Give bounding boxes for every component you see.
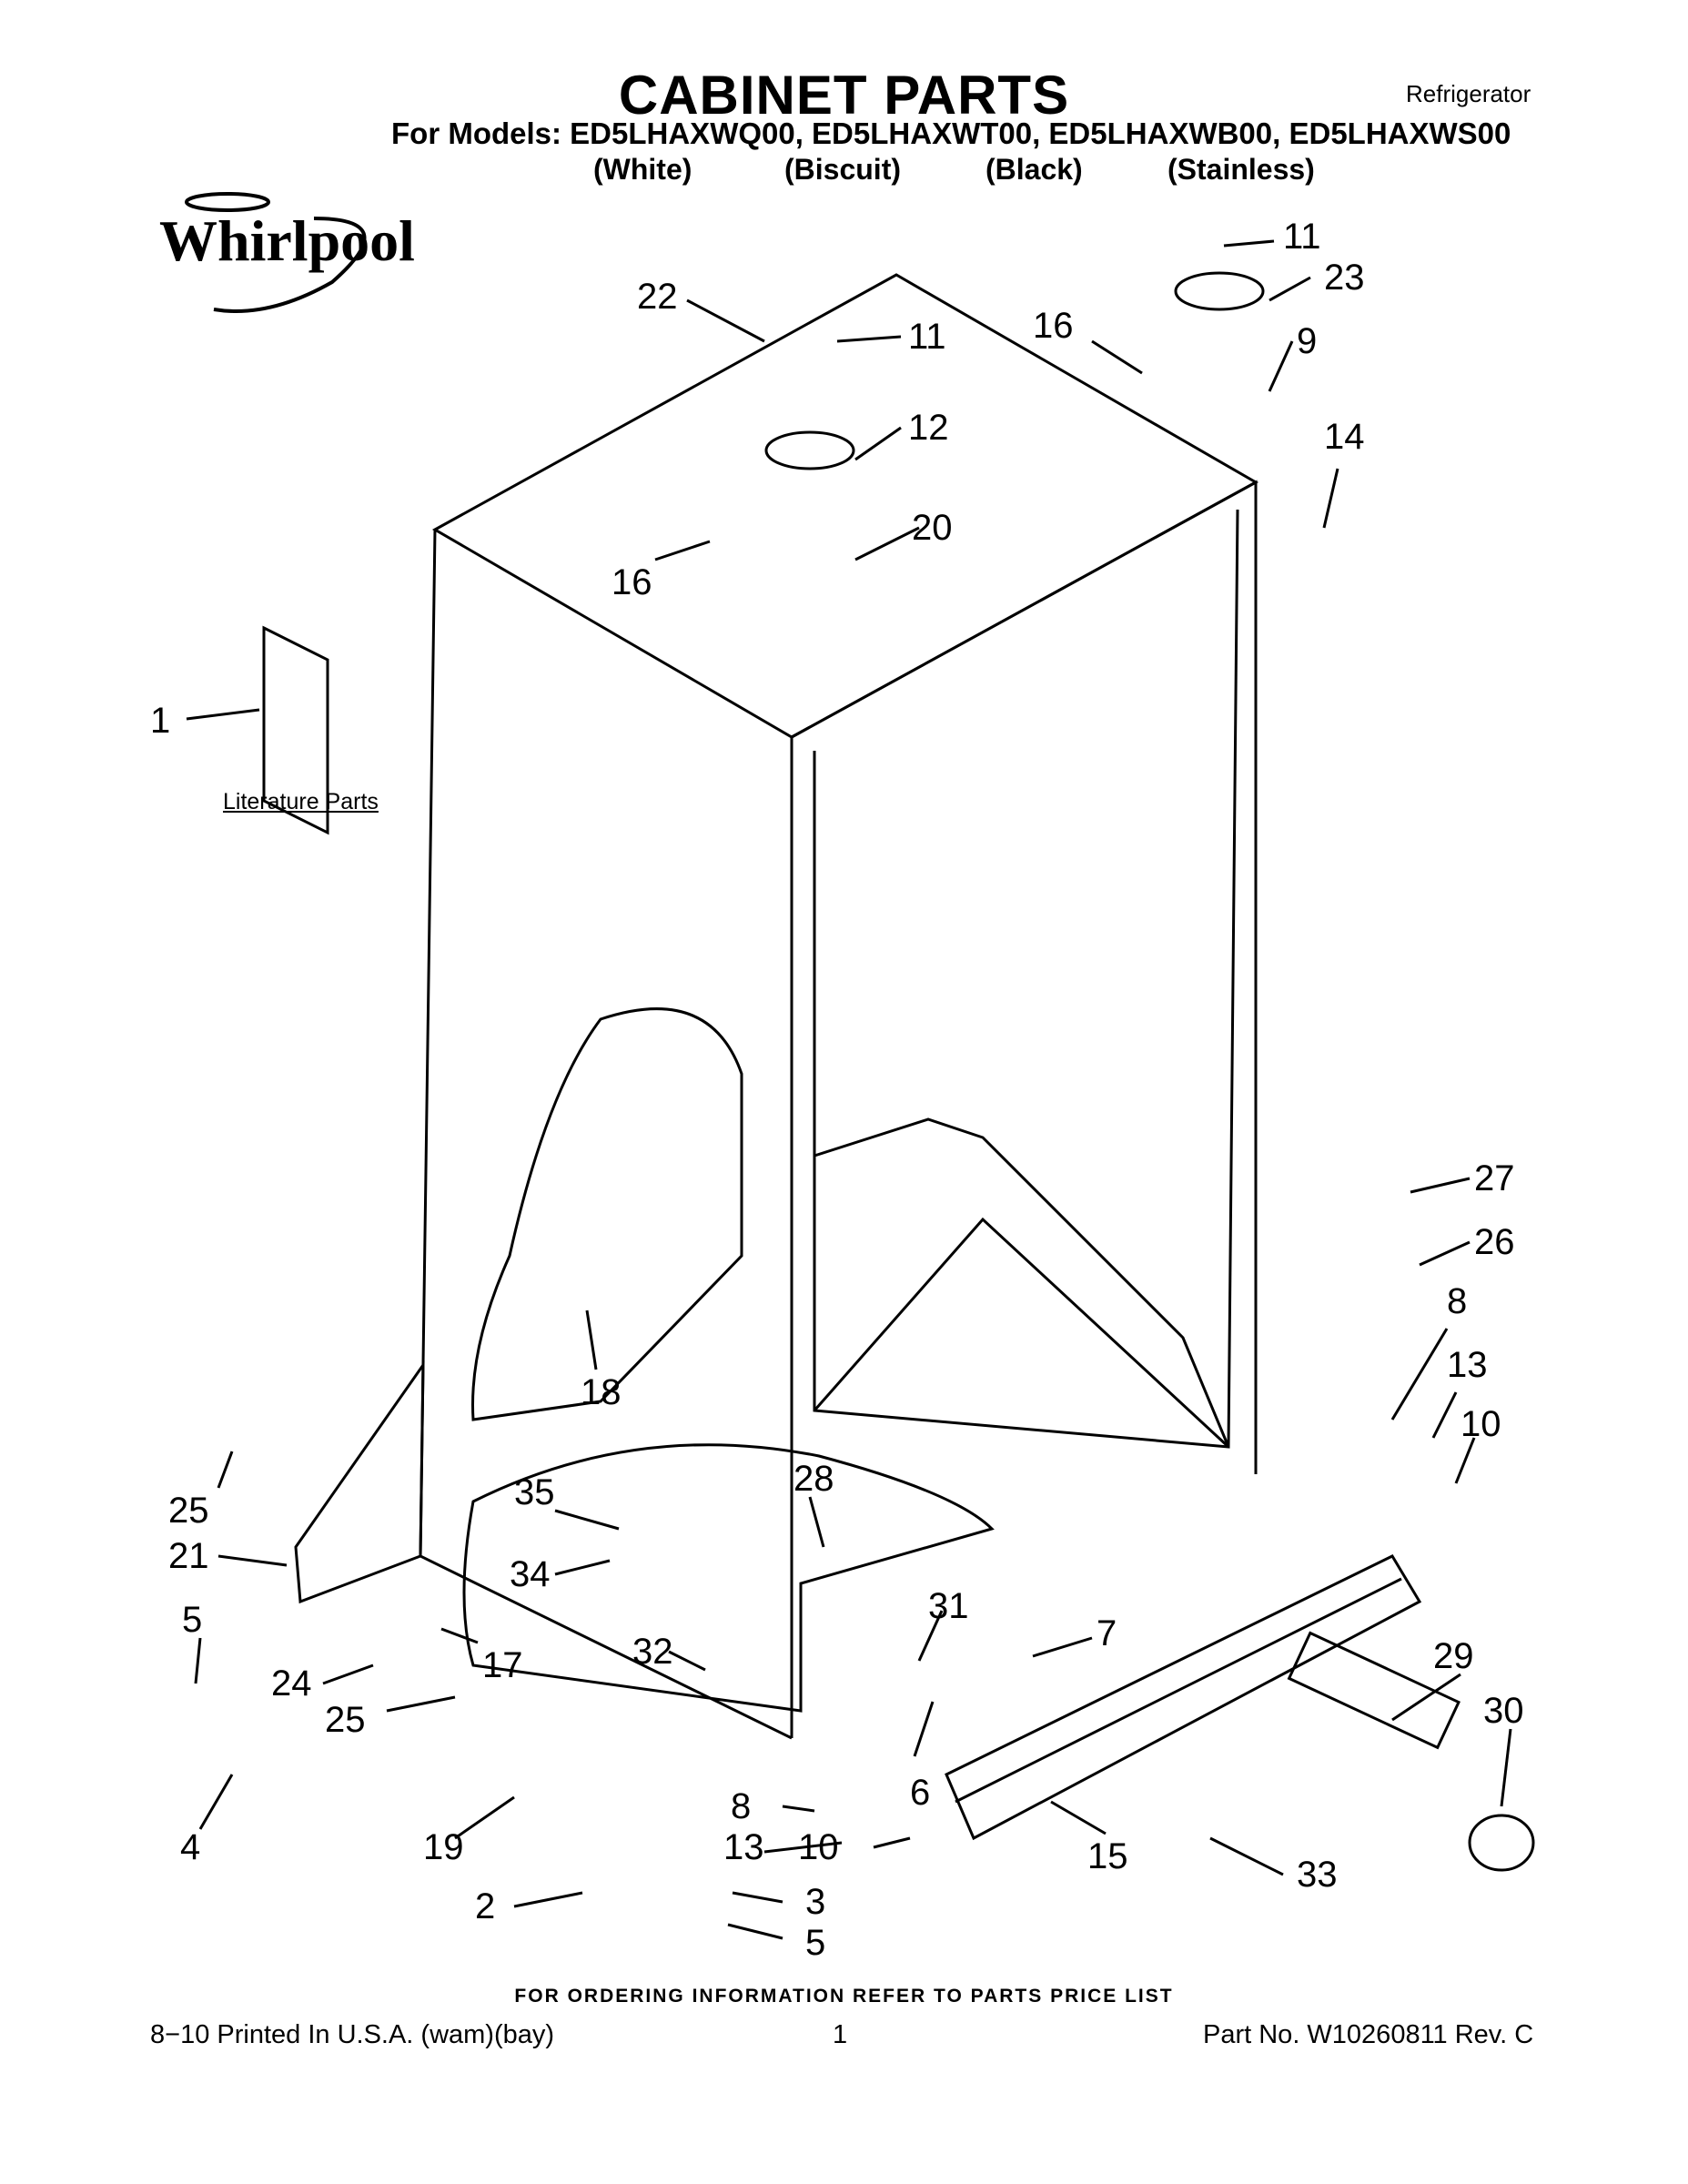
- ordering-note: FOR ORDERING INFORMATION REFER TO PARTS …: [514, 1986, 1174, 2007]
- callout-22: 22: [637, 277, 678, 317]
- callout-35: 35: [514, 1472, 555, 1512]
- callout-10: 10: [1461, 1404, 1501, 1444]
- callout-32: 32: [632, 1632, 673, 1672]
- callout-19: 19: [423, 1827, 464, 1867]
- callout-13: 13: [1447, 1345, 1488, 1385]
- callout-8: 8: [1447, 1281, 1468, 1321]
- literature-parts-label: Literature Parts: [223, 789, 379, 814]
- page-title: CABINET PARTS: [618, 65, 1070, 126]
- cabinet-top: [431, 273, 1259, 739]
- callout-6: 6: [910, 1773, 931, 1813]
- callout-24: 24: [271, 1663, 312, 1704]
- callout-13b: 13: [723, 1827, 764, 1867]
- callout-2: 2: [475, 1886, 496, 1926]
- callout-9: 9: [1297, 321, 1318, 361]
- callout-8b: 8: [731, 1786, 752, 1826]
- callout-1: 1: [150, 701, 171, 741]
- callout-11b: 11: [1283, 217, 1321, 257]
- product-category: Refrigerator: [1406, 80, 1531, 107]
- callout-34: 34: [510, 1554, 551, 1594]
- callout-20: 20: [912, 508, 953, 548]
- logo-swoosh: [185, 192, 367, 313]
- callout-5b: 5: [805, 1923, 826, 1963]
- callout-14: 14: [1324, 417, 1365, 457]
- part-water-filter: [1287, 1631, 1461, 1750]
- callout-12: 12: [908, 408, 949, 448]
- callout-10b: 10: [798, 1827, 839, 1867]
- page-number: 1: [833, 2020, 848, 2049]
- callout-26: 26: [1474, 1222, 1515, 1262]
- callout-7: 7: [1097, 1613, 1117, 1653]
- callout-4: 4: [180, 1827, 201, 1867]
- part-rear-panel: [294, 1360, 425, 1604]
- part-filter-cap: [1468, 1814, 1535, 1872]
- callout-27: 27: [1474, 1158, 1515, 1198]
- callout-33: 33: [1297, 1855, 1338, 1895]
- callout-28: 28: [793, 1459, 834, 1499]
- part-hinge-cover-23: [1174, 271, 1265, 311]
- callout-23: 23: [1324, 258, 1365, 298]
- part-number: Part No. W10260811 Rev. C: [1203, 2020, 1534, 2049]
- part-hinge-cover-12: [764, 430, 855, 470]
- part-literature: [262, 625, 329, 835]
- variant-black: (Black): [986, 153, 1083, 186]
- variant-biscuit: (Biscuit): [784, 153, 901, 186]
- callout-25: 25: [168, 1491, 209, 1531]
- cutaway-left: [471, 1007, 743, 1421]
- callout-31: 31: [928, 1586, 969, 1626]
- callout-16b: 16: [1033, 306, 1074, 346]
- variant-stainless: (Stainless): [1167, 153, 1315, 186]
- callout-30: 30: [1483, 1691, 1524, 1731]
- callout-5: 5: [182, 1600, 203, 1640]
- callout-17: 17: [482, 1645, 523, 1685]
- callout-25b: 25: [325, 1700, 366, 1740]
- variant-white: (White): [593, 153, 692, 186]
- callout-29: 29: [1433, 1636, 1474, 1676]
- callout-15: 15: [1087, 1836, 1128, 1876]
- part-base-grille: [945, 1554, 1422, 1841]
- print-info: 8−10 Printed In U.S.A. (wam)(bay): [150, 2020, 555, 2049]
- cabinet-side: [419, 529, 793, 1740]
- callout-16: 16: [612, 562, 652, 602]
- models-line: For Models: ED5LHAXWQ00, ED5LHAXWT00, ED…: [391, 116, 1511, 150]
- whirlpool-logo: Whirlpool: [132, 182, 415, 318]
- callout-18: 18: [581, 1372, 622, 1412]
- callout-3: 3: [805, 1882, 826, 1922]
- callout-21: 21: [168, 1536, 209, 1576]
- cutaway-bottom: [462, 1443, 995, 1713]
- callout-11: 11: [908, 317, 946, 357]
- whirlpool-wordmark: Whirlpool: [159, 208, 415, 273]
